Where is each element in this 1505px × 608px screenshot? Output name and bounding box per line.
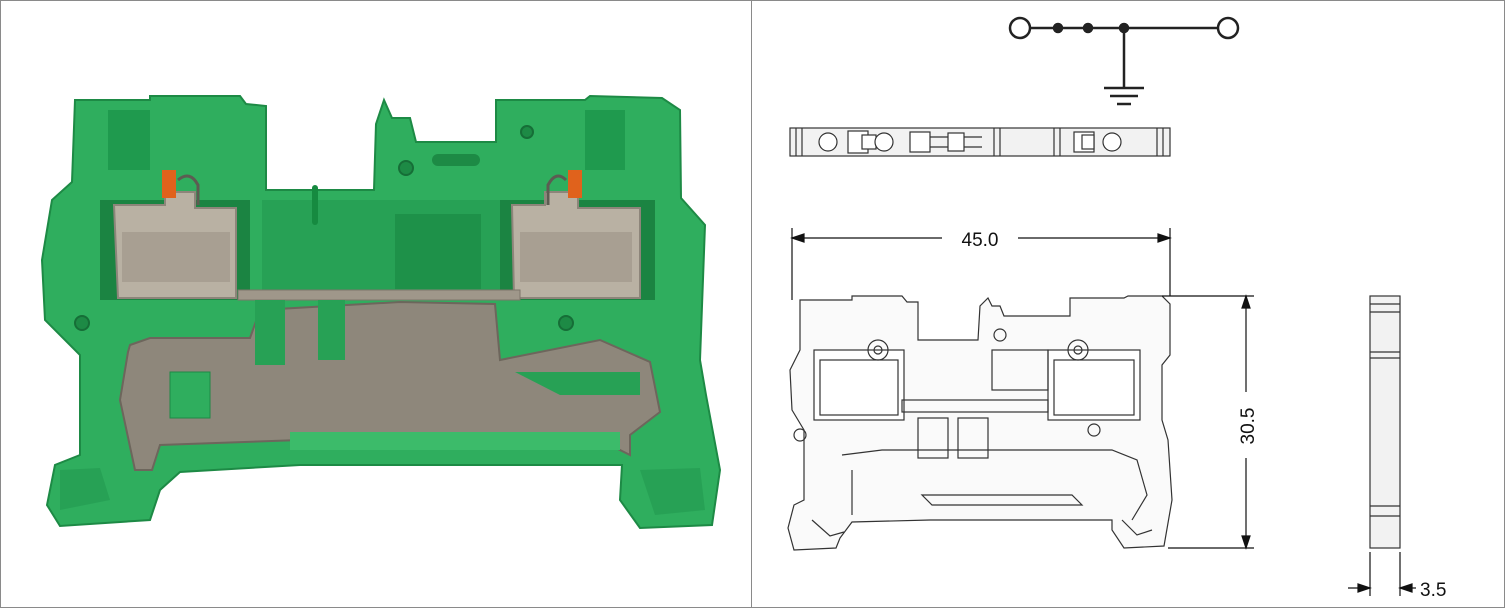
terminal-block-photo: [40, 94, 722, 530]
foot-slot-right: [515, 372, 640, 395]
left-latch: [60, 468, 110, 510]
center-rib: [312, 185, 318, 225]
thickness-dimension: [1348, 552, 1416, 596]
top-view: [789, 127, 1171, 157]
panel-divider: [751, 0, 752, 608]
front-view: [787, 295, 1173, 551]
mounting-hole-right: [558, 315, 574, 331]
technical-drawing-panel: 45.0 30.5 3: [752, 0, 1505, 608]
center-window: [395, 214, 481, 289]
busbar: [237, 289, 521, 301]
right-clamp-face: [520, 232, 632, 282]
left-clamp-face: [122, 232, 230, 282]
mounting-hole-top-right: [520, 125, 534, 139]
width-dimension: [790, 228, 1172, 300]
left-spring-release: [162, 170, 176, 198]
foot-post-left: [255, 300, 285, 365]
ground-terminal-symbol: [1008, 16, 1240, 106]
foot-cutout-left: [169, 371, 211, 419]
height-dimension-label: 30.5: [1238, 408, 1259, 445]
dimension-drawing: 45.0 30.5 3: [787, 16, 1446, 601]
width-dimension-label: 45.0: [962, 230, 999, 251]
side-view: [1369, 295, 1401, 549]
bottom-rail-edge: [290, 432, 620, 450]
left-spring-wire: [177, 174, 200, 205]
product-photo-panel: [0, 0, 751, 608]
right-latch: [640, 468, 705, 515]
right-spring-release: [568, 170, 582, 198]
housing-right-slot: [585, 110, 625, 170]
right-spring-wire: [546, 174, 568, 205]
height-dimension: [1162, 294, 1254, 550]
thickness-dimension-label: 3.5: [1420, 580, 1446, 601]
marker-slot: [432, 154, 480, 166]
foot-post-center: [318, 300, 345, 360]
mounting-hole-top: [398, 160, 414, 176]
mounting-hole-left: [74, 315, 90, 331]
housing-left-slot: [108, 110, 150, 170]
